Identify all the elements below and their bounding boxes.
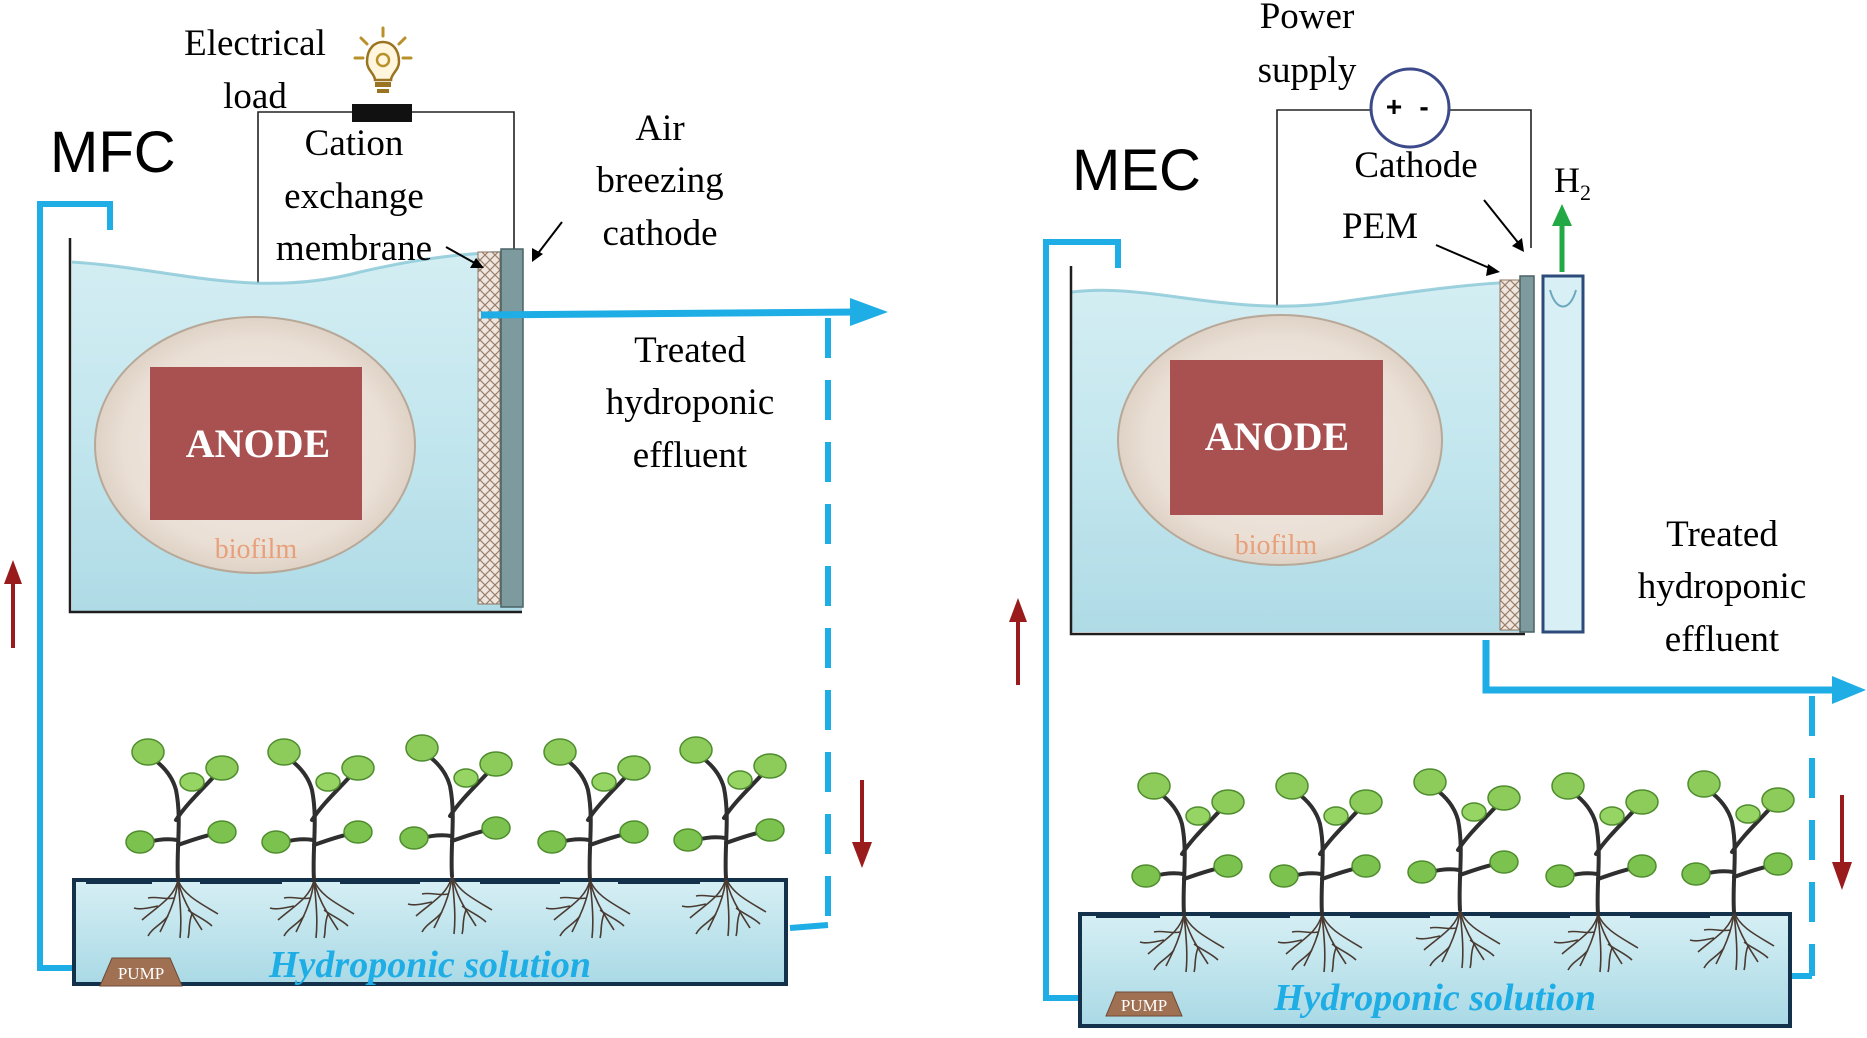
light-bulb-icon [353, 26, 413, 93]
mec-h2-label: H2 [1554, 160, 1591, 205]
mec-h2-symbol: H [1554, 160, 1580, 200]
mfc-cem-label-2: exchange [284, 176, 424, 217]
mfc-hydroponic-solution-label: Hydroponic solution [268, 944, 591, 986]
mec-down-flow-arrow [1832, 795, 1852, 890]
mec-cathode-pointer-arrow [1483, 199, 1521, 246]
mec-circuit-wire [1276, 109, 1532, 360]
mec-h2-subscript: 2 [1580, 180, 1591, 205]
mec-effluent-label-3: effluent [1665, 619, 1780, 660]
mfc-down-flow-arrow [852, 780, 872, 868]
mec-power-supply-label-2: supply [1258, 50, 1357, 91]
mfc-cathode-label-1: Air [635, 108, 684, 149]
mfc-diagram [4, 26, 888, 987]
mec-pump [1105, 991, 1183, 1017]
mfc-electrical-load-label-1: Electrical [184, 23, 326, 64]
mfc-effluent-label-2: hydroponic [606, 382, 775, 423]
mec-plus-sign: + [1386, 91, 1402, 122]
mec-diagram [1009, 67, 1866, 1028]
mec-hydrogen-tube [1541, 274, 1585, 634]
mec-cathode-label: Cathode [1354, 145, 1477, 186]
mfc-cem-label-3: membrane [276, 228, 432, 269]
mec-hydrogen-arrow [1552, 204, 1572, 272]
mec-title: MEC [1072, 138, 1201, 203]
mfc-pump-label: PUMP [118, 964, 164, 983]
mfc-electrical-load-label-2: load [223, 76, 287, 117]
mfc-cation-exchange-membrane [477, 251, 501, 605]
mfc-effluent-arrowhead [850, 298, 888, 326]
mfc-cem-label-1: Cation [305, 123, 404, 164]
mec-hydroponic-solution-label: Hydroponic solution [1273, 977, 1596, 1019]
mec-pem-membrane [1499, 279, 1521, 631]
mec-inlet-pipe [1043, 239, 1121, 1001]
mfc-pump [99, 957, 183, 987]
mfc-effluent-label-1: Treated [634, 330, 746, 371]
mec-pem-label: PEM [1342, 206, 1418, 247]
mec-pump-label: PUMP [1121, 996, 1167, 1015]
mfc-cathode-label-3: cathode [602, 213, 717, 254]
mfc-biofilm-label: biofilm [215, 534, 298, 565]
mec-cathode [1519, 275, 1535, 633]
mfc-inlet-pipe [37, 201, 113, 971]
mec-pem-pointer-arrow [1435, 244, 1495, 271]
mfc-effluent-label-3: effluent [633, 435, 748, 476]
mec-effluent-pipe [1482, 640, 1840, 694]
mec-biofilm-label: biofilm [1235, 530, 1318, 561]
mfc-up-flow-arrow [4, 560, 22, 648]
mec-minus-sign: - [1419, 91, 1428, 122]
mec-anode-label: ANODE [1205, 414, 1349, 459]
mfc-electrical-load-resistor [352, 104, 412, 122]
mec-power-supply-label-1: Power [1260, 0, 1355, 37]
mfc-anode-electrode [150, 367, 362, 520]
mec-power-supply [1369, 67, 1451, 149]
mec-effluent-label-1: Treated [1666, 514, 1778, 555]
mec-anode-electrode [1170, 360, 1383, 515]
mec-reactor-wall [1069, 266, 1525, 636]
mfc-reactor-wall [68, 238, 522, 614]
mfc-cathode-pointer-arrow [535, 221, 563, 257]
mfc-air-cathode [500, 248, 524, 608]
mec-effluent-arrowhead [1832, 676, 1866, 704]
mfc-anode-label: ANODE [186, 421, 330, 466]
mfc-title: MFC [50, 120, 176, 185]
mfc-cathode-label-2: breezing [596, 160, 723, 201]
mec-effluent-label-2: hydroponic [1638, 566, 1807, 607]
mfc-effluent-pipe [480, 308, 859, 319]
mec-up-flow-arrow [1009, 598, 1027, 685]
